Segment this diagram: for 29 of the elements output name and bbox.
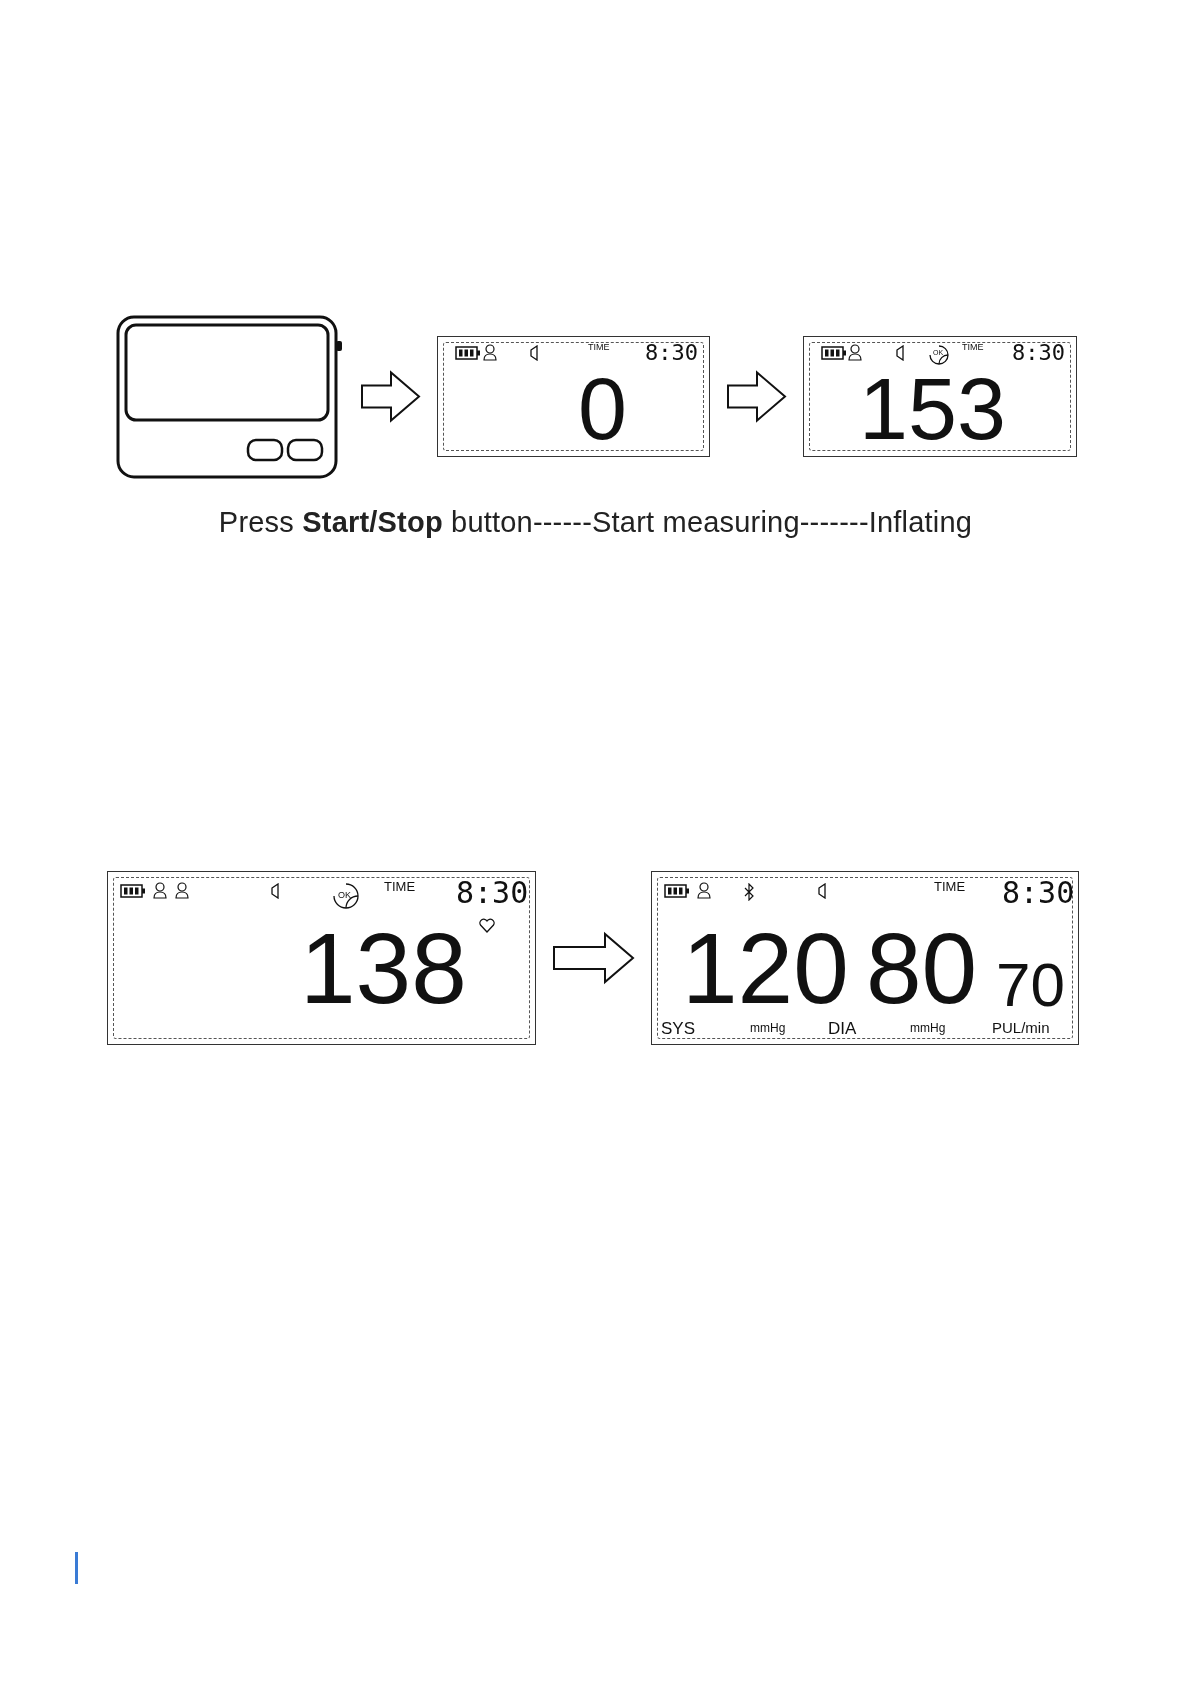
ok-text: OK: [338, 891, 351, 900]
hollow-arrow: [727, 370, 787, 423]
pressure-digits: 153: [859, 365, 1006, 453]
lcd-screen: [437, 336, 710, 457]
unit-label: mmHg: [750, 1022, 786, 1034]
lcd-screen: [803, 336, 1077, 457]
clock-digits: 8:30: [1002, 878, 1075, 908]
lcd-screen: [107, 871, 536, 1045]
systolic-digits: 120: [682, 918, 849, 1018]
caption-text: Press Start/Stop button------Start measuring-------Inflating: [218, 506, 973, 538]
hollow-arrow: [361, 370, 421, 423]
clock-digits: 8:30: [1012, 342, 1065, 364]
monitor-drawing: [116, 315, 344, 479]
hollow-arrow: [553, 931, 635, 985]
pulse-digits: 70: [996, 954, 1065, 1016]
lcd-screen: [651, 871, 1079, 1045]
pressure-digits: 138: [300, 918, 467, 1018]
diastolic-digits: 80: [866, 918, 978, 1018]
time-label: TIME: [588, 343, 610, 352]
time-label: TIME: [934, 880, 966, 893]
pulse-unit-label: PUL/min: [992, 1020, 1050, 1035]
unit-label: mmHg: [910, 1022, 946, 1034]
clock-digits: 8:30: [456, 878, 529, 908]
pressure-digits: 0: [578, 365, 627, 453]
dia-label: DIA: [828, 1020, 857, 1037]
time-label: TIME: [384, 880, 416, 893]
sys-label: SYS: [661, 1020, 696, 1037]
time-label: TIME: [962, 343, 984, 352]
clock-digits: 8:30: [645, 342, 698, 364]
